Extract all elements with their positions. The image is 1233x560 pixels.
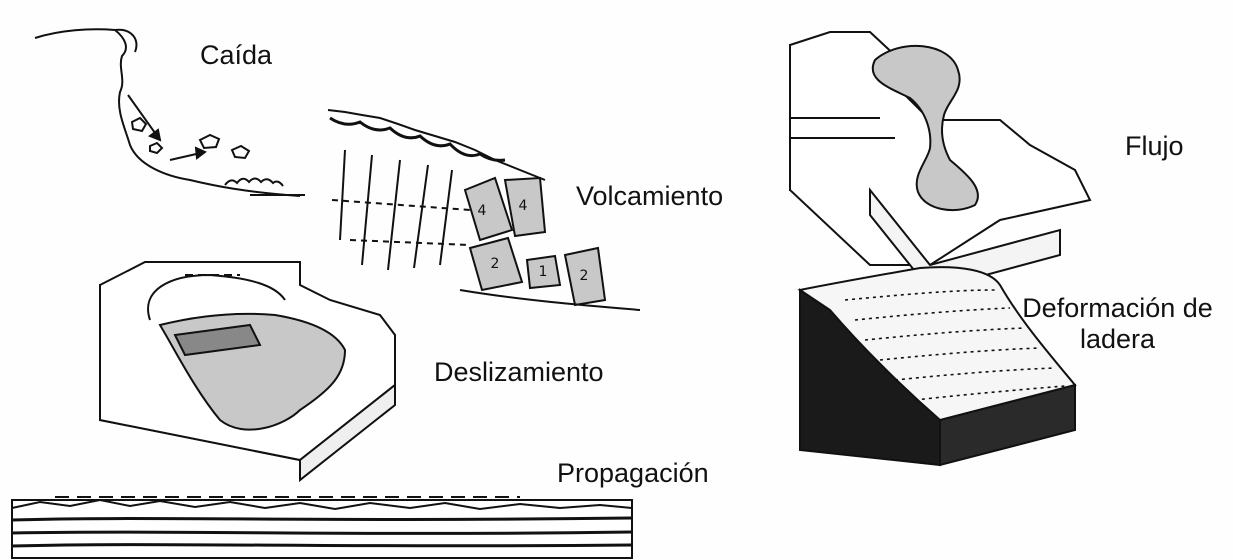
- falling-rock: [132, 118, 146, 131]
- flow-illustration: [790, 32, 1090, 290]
- falling-rock: [200, 135, 219, 148]
- debris-pile: [225, 179, 283, 187]
- label-deformacion: Deformación de ladera: [1010, 293, 1225, 355]
- label-propagacion: Propagación: [557, 458, 709, 489]
- block-number: 4: [519, 198, 528, 214]
- topple-column: [414, 165, 428, 268]
- topple-soil-rubble: [330, 118, 505, 160]
- label-deslizamiento: Deslizamiento: [434, 357, 604, 388]
- block-number: 2: [580, 268, 589, 284]
- label-caida: Caída: [200, 40, 272, 71]
- slide-illustration: [100, 262, 395, 480]
- spread-illustration: [12, 497, 632, 558]
- topple-slope: [460, 290, 640, 310]
- topple-column: [440, 170, 452, 265]
- topple-column: [362, 155, 372, 265]
- block-number: 4: [478, 203, 487, 219]
- topple-column: [388, 160, 400, 270]
- falling-rock: [232, 146, 249, 158]
- topple-column: [340, 150, 345, 240]
- bounce-arrow-head: [196, 148, 205, 158]
- fall-arrow-head: [150, 130, 160, 140]
- topple-joint: [332, 200, 470, 210]
- spread-ground: [12, 500, 632, 558]
- toppled-block: [465, 178, 512, 240]
- block-number: 1: [539, 264, 548, 280]
- label-flujo: Flujo: [1125, 131, 1184, 162]
- falling-rock: [150, 143, 162, 153]
- label-volcamiento: Volcamiento: [576, 181, 723, 212]
- topple-joint: [350, 240, 470, 245]
- block-number: 2: [491, 256, 500, 272]
